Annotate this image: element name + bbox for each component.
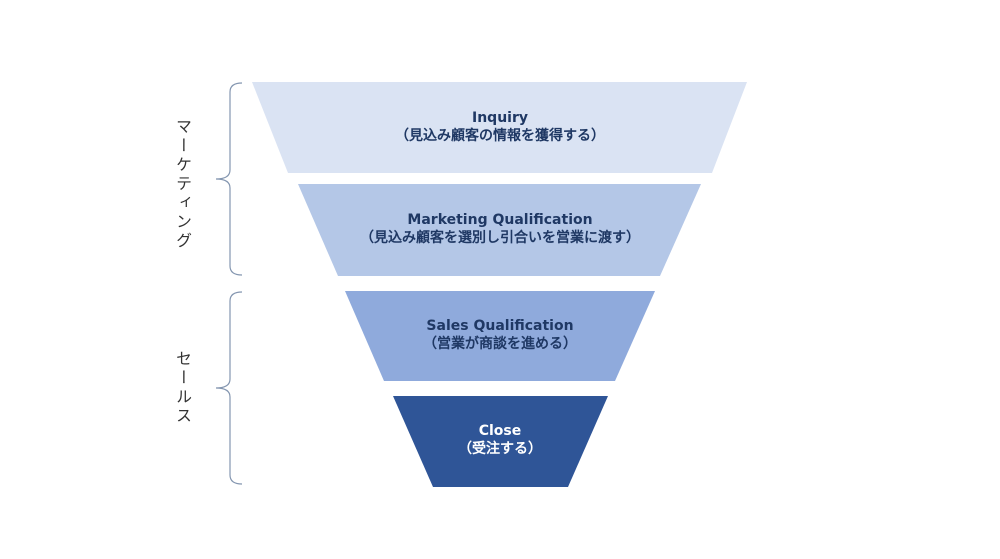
funnel-stage-inquiry [252,82,747,173]
stage-label-close: Close （受注する） [300,422,700,458]
stage-subtitle: （受注する） [458,441,542,457]
funnel-stage-close [393,396,608,487]
stage-subtitle: （営業が商談を進める） [423,336,577,352]
stage-label-inquiry: Inquiry （見込み顧客の情報を獲得する） [300,109,700,145]
sales-bracket [215,291,243,485]
group-label-sales: セールス [173,350,192,426]
stage-subtitle: （見込み顧客の情報を獲得する） [395,128,605,144]
group-label-marketing: マーケティング [173,118,192,251]
stage-title: Inquiry [472,110,528,126]
stage-label-marketing-qualification: Marketing Qualification （見込み顧客を選別し引合いを営業… [300,211,700,247]
stage-title: Sales Qualification [426,318,574,334]
funnel-stage-marketing-qualification [298,184,701,276]
stage-label-sales-qualification: Sales Qualification （営業が商談を進める） [300,317,700,353]
stage-title: Close [478,423,522,439]
stage-title: Marketing Qualification [407,212,593,228]
stage-subtitle: （見込み顧客を選別し引合いを営業に渡す） [360,230,640,246]
marketing-bracket [215,82,243,276]
funnel-stage-sales-qualification [345,291,655,381]
